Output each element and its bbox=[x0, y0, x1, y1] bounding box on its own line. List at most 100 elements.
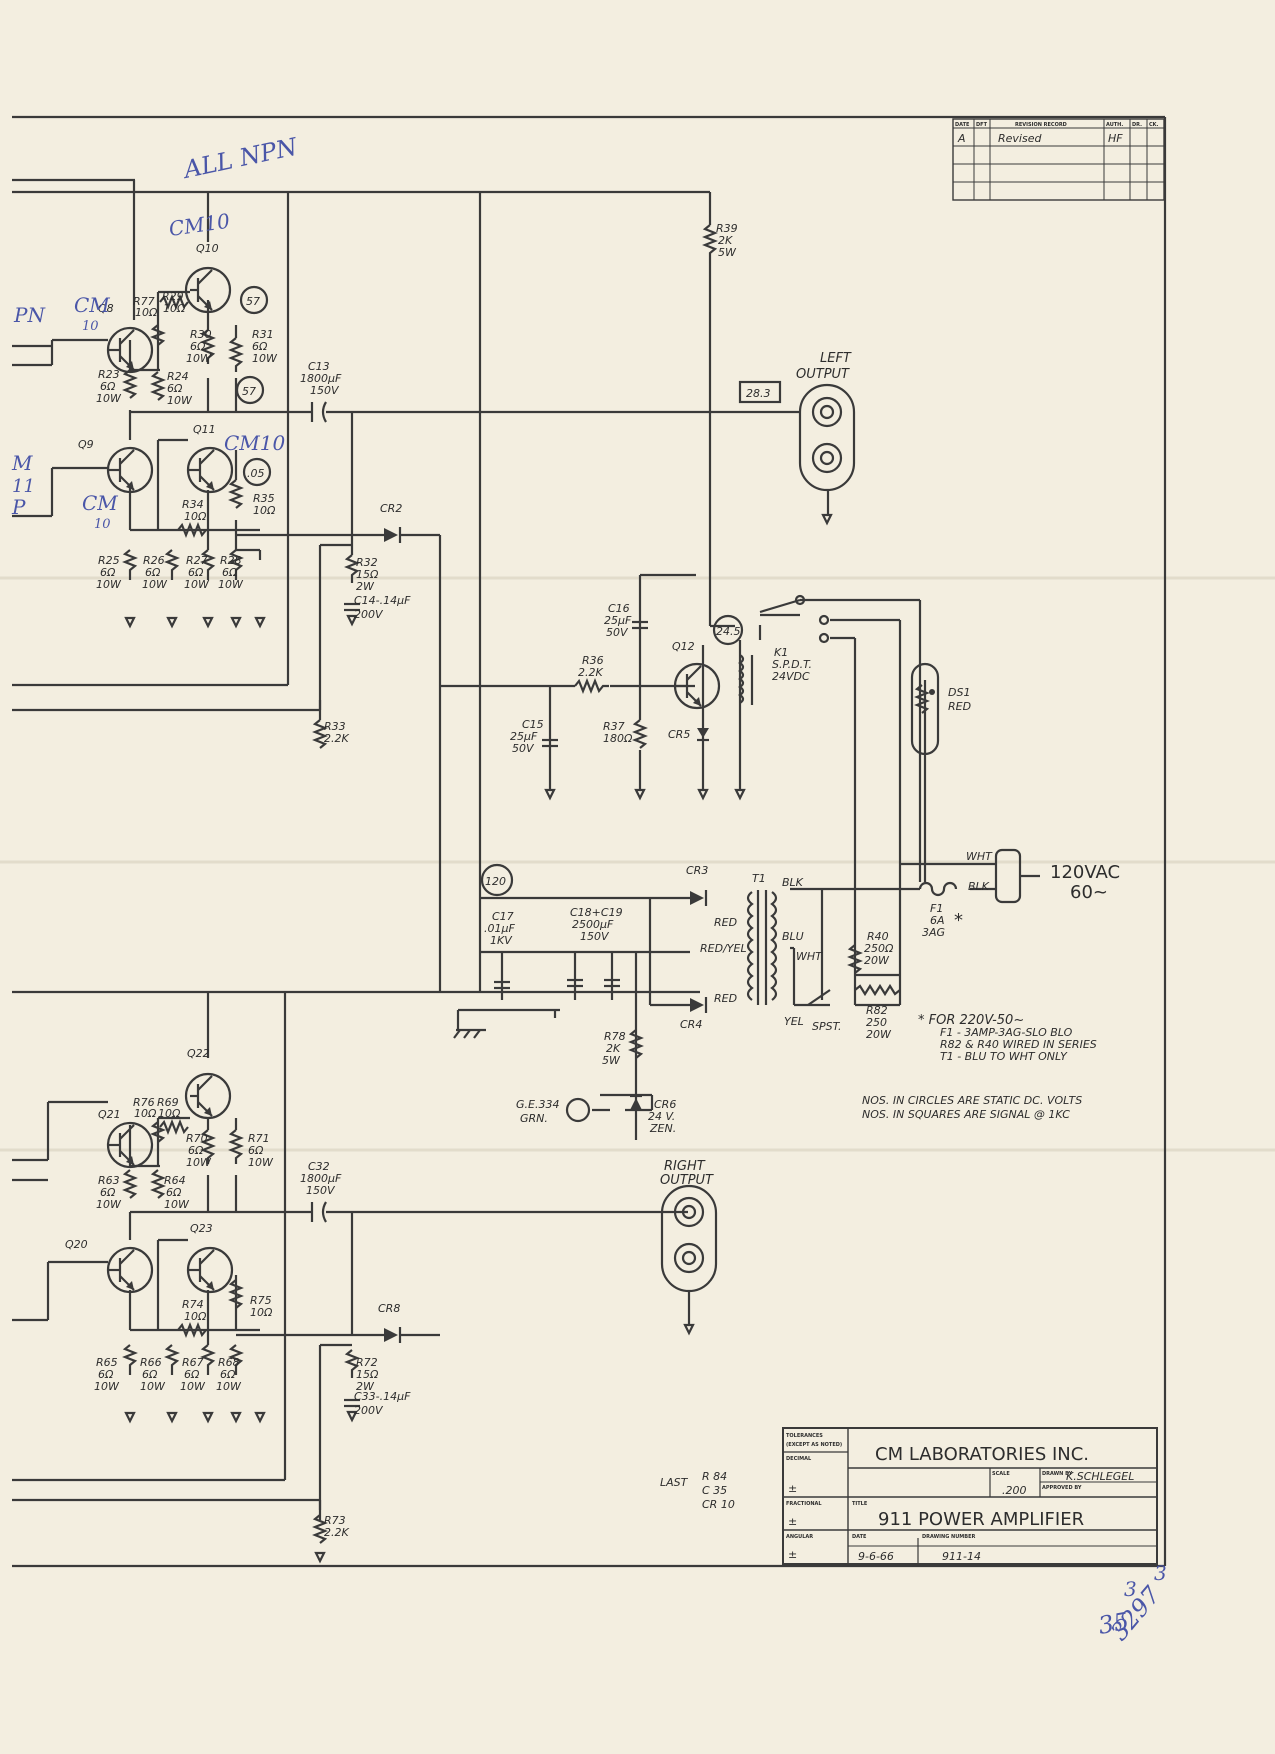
rev-header-record: REVISION RECORD bbox=[1015, 122, 1067, 128]
label-r63: R63 bbox=[98, 1174, 120, 1187]
label-r64: R64 bbox=[164, 1174, 186, 1187]
label-spst: SPST. bbox=[812, 1020, 842, 1033]
scale-value: .200 bbox=[1002, 1484, 1027, 1497]
label-r77-val: 10Ω bbox=[135, 306, 158, 319]
label-r24-w: 10W bbox=[167, 394, 193, 407]
signal-square bbox=[738, 380, 782, 404]
label-r30-w: 10W bbox=[186, 352, 212, 365]
voltage-markers: 57 57 .05 24.5 120 28.3 bbox=[235, 285, 782, 897]
label-r77: R77 bbox=[133, 295, 155, 308]
label-r40-val: 250Ω bbox=[864, 942, 894, 955]
wire-blk-main: BLK bbox=[968, 880, 990, 893]
label-r78: R78 bbox=[604, 1030, 626, 1043]
mains-frequency: 60~ bbox=[1070, 882, 1108, 903]
tb-tol-fractional: ± bbox=[788, 1515, 797, 1528]
label-f1-a: 6A bbox=[930, 914, 945, 927]
right-output-label-1: RIGHT bbox=[664, 1159, 706, 1174]
note-220-2: F1 - 3AMP-3AG-SLO BLO bbox=[940, 1026, 1073, 1039]
label-r65-w: 10W bbox=[94, 1380, 120, 1393]
label-r25-w: 10W bbox=[96, 578, 122, 591]
label-r35: R35 bbox=[253, 492, 275, 505]
label-c14: C14-.14μF bbox=[354, 594, 411, 607]
voltage-circle bbox=[712, 614, 744, 646]
tb-header-approved: APPROVED BY bbox=[1042, 1485, 1082, 1491]
label-r71-w: 10W bbox=[248, 1156, 274, 1169]
handwritten-cm10-q8-b: 10 bbox=[82, 319, 99, 334]
label-r25: R25 bbox=[98, 554, 120, 567]
label-r63-w: 10W bbox=[96, 1198, 122, 1211]
label-r65: R65 bbox=[96, 1356, 118, 1369]
transistor-q10 bbox=[184, 266, 232, 314]
label-r66-val: 6Ω bbox=[142, 1368, 158, 1381]
signal-28-3: 28.3 bbox=[746, 387, 771, 400]
drawing-title: 911 POWER AMPLIFIER bbox=[878, 1509, 1084, 1530]
label-r76: R76 bbox=[133, 1096, 155, 1109]
label-r70-val: 6Ω bbox=[188, 1144, 204, 1157]
voltage-circle bbox=[480, 863, 514, 897]
label-r37-val: 180Ω bbox=[603, 732, 633, 745]
rev-header-ck: CK. bbox=[1149, 122, 1159, 128]
relay-k1 bbox=[738, 594, 830, 705]
label-cr6-v: 24 V. bbox=[648, 1110, 675, 1123]
label-q12: Q12 bbox=[672, 640, 695, 653]
label-r25-val: 6Ω bbox=[100, 566, 116, 579]
label-r78-w: 5W bbox=[602, 1054, 621, 1067]
label-r76-val: 10Ω bbox=[134, 1107, 157, 1120]
label-r40-w: 20W bbox=[864, 954, 890, 967]
transistor-q23 bbox=[186, 1246, 234, 1294]
wire-yel: YEL bbox=[784, 1015, 804, 1028]
label-c33-v: 200V bbox=[354, 1404, 384, 1417]
label-k1-v: 24VDC bbox=[772, 670, 810, 683]
label-r68-val: 6Ω bbox=[220, 1368, 236, 1381]
label-f1-type: 3AG bbox=[922, 926, 945, 939]
label-ge334-color: GRN. bbox=[520, 1112, 548, 1125]
label-r69: R69 bbox=[157, 1096, 179, 1109]
label-r29-val: 10Ω bbox=[163, 302, 186, 315]
label-r32-w: 2W bbox=[356, 580, 375, 593]
handwritten-cm10-q8: CM bbox=[74, 293, 110, 317]
component-labels: Q10 Q8 Q9 Q11 Q12 Q22 Q21 Q20 Q23 R77 10… bbox=[65, 222, 1120, 1539]
stamp-3: 35 bbox=[1096, 1607, 1131, 1640]
label-r73-val: 2.2K bbox=[324, 1526, 349, 1539]
label-r28: R28 bbox=[220, 554, 242, 567]
label-r28-w: 10W bbox=[218, 578, 244, 591]
last-cr: CR 10 bbox=[702, 1498, 735, 1511]
lamp-ds1 bbox=[910, 662, 940, 756]
label-k1: K1 bbox=[774, 646, 788, 659]
label-cr6: CR6 bbox=[654, 1098, 676, 1111]
label-r72-val: 15Ω bbox=[356, 1368, 379, 1381]
label-r67-w: 10W bbox=[180, 1380, 206, 1393]
label-c15-val: 25μF bbox=[510, 730, 538, 743]
rev-header-dft: DFT bbox=[976, 122, 988, 128]
label-c15-v: 50V bbox=[512, 742, 535, 755]
label-r64-val: 6Ω bbox=[166, 1186, 182, 1199]
last-r: R 84 bbox=[702, 1470, 727, 1483]
note-volts-squares: NOS. IN SQUARES ARE SIGNAL @ 1KC bbox=[862, 1108, 1070, 1121]
label-r39-val: 2K bbox=[718, 234, 733, 247]
label-r23-w: 10W bbox=[96, 392, 122, 405]
wire-red-2: RED bbox=[714, 992, 737, 1005]
label-r34-val: 10Ω bbox=[184, 510, 207, 523]
left-fragment-m: M bbox=[11, 451, 33, 475]
revision-block: DATE DFT REVISION RECORD AUTH. DR. CK. A… bbox=[952, 118, 1165, 201]
label-c13: C13 bbox=[308, 360, 330, 373]
left-output-label-2: OUTPUT bbox=[796, 367, 850, 382]
label-r27-val: 6Ω bbox=[188, 566, 204, 579]
drawing-number: 911-14 bbox=[942, 1550, 981, 1563]
wire-blu: BLU bbox=[782, 930, 804, 943]
label-r65-val: 6Ω bbox=[98, 1368, 114, 1381]
tb-tol-angular: ± bbox=[788, 1548, 797, 1561]
right-output-label-2: OUTPUT bbox=[660, 1173, 714, 1188]
label-c18-v: 150V bbox=[580, 930, 610, 943]
label-f1: F1 bbox=[930, 902, 943, 915]
label-r72-w: 2W bbox=[356, 1380, 375, 1393]
label-r30: R30 bbox=[190, 328, 212, 341]
label-k1-type: S.P.D.T. bbox=[772, 658, 812, 671]
label-c32-v: 150V bbox=[306, 1184, 336, 1197]
label-r32-val: 15Ω bbox=[356, 568, 379, 581]
label-r82: R82 bbox=[866, 1004, 888, 1017]
label-r37: R37 bbox=[603, 720, 625, 733]
tb-header-date: DATE bbox=[852, 1534, 867, 1540]
